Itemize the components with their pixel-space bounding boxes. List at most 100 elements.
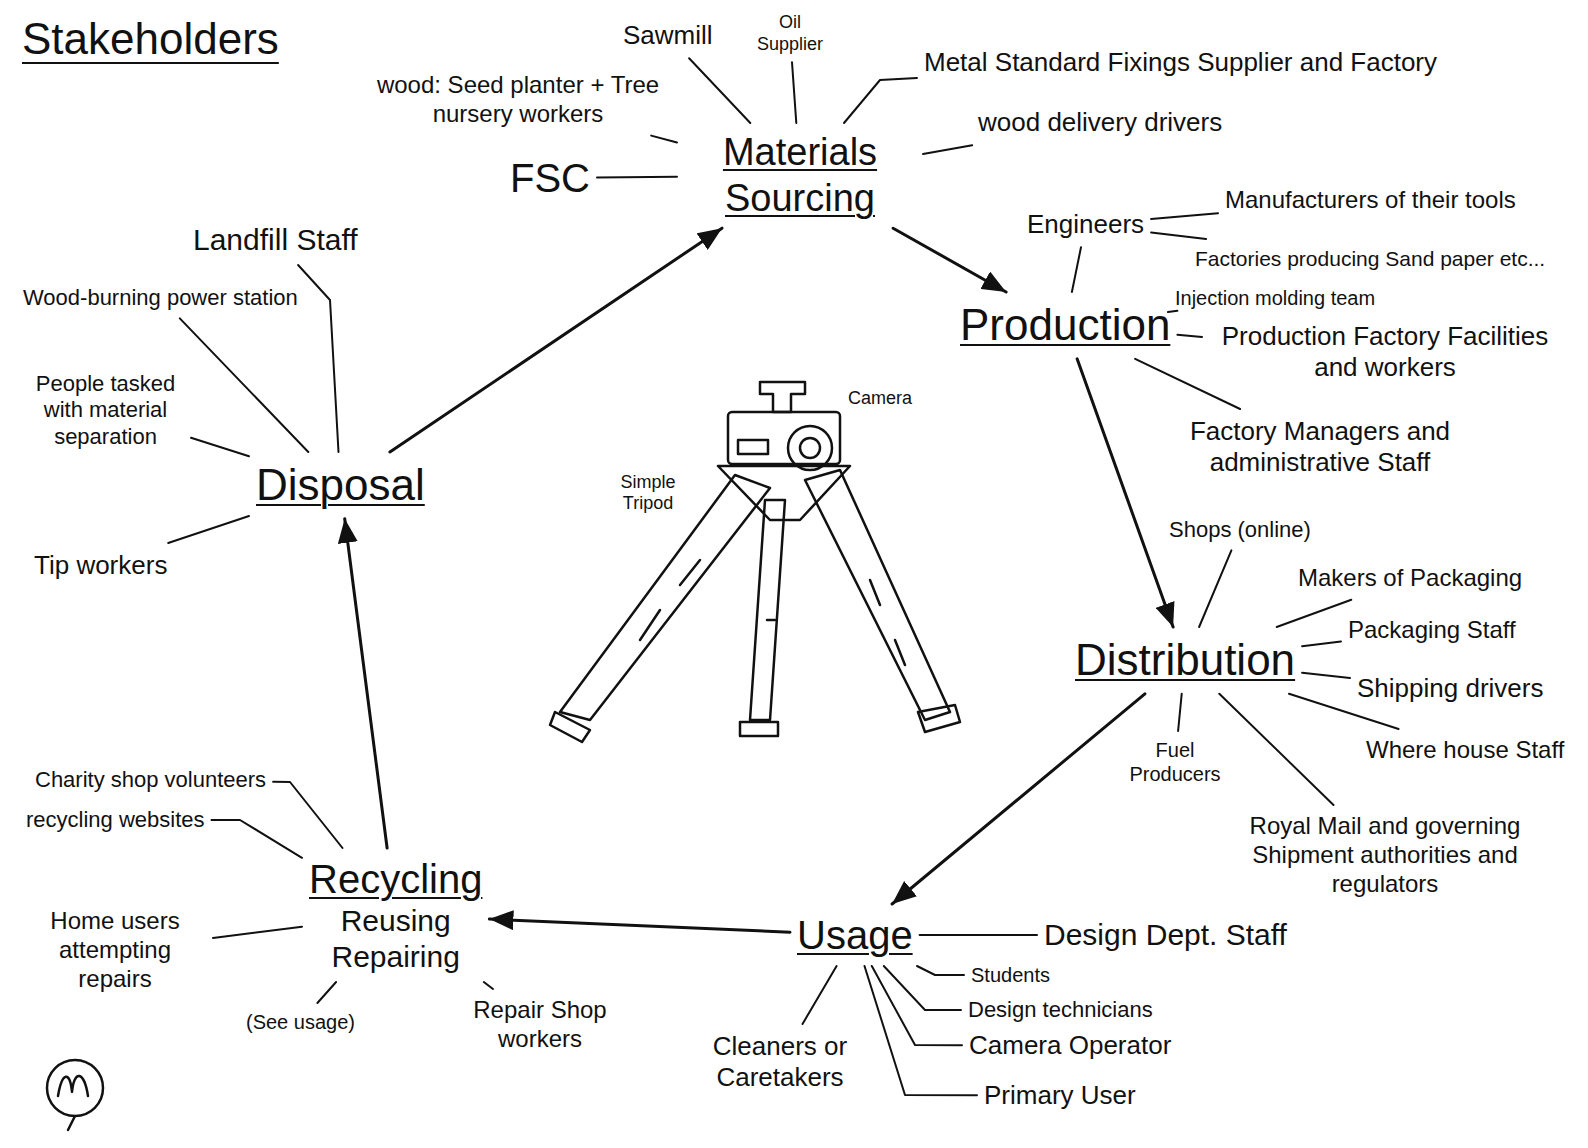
stage-heading: Disposal bbox=[252, 455, 429, 516]
stage-title: Repairing bbox=[309, 939, 482, 975]
stakeholder-line bbox=[689, 58, 750, 123]
stakeholder-line bbox=[298, 265, 338, 452]
stakeholder-line bbox=[273, 782, 342, 848]
stage-heading: Materials Sourcing bbox=[680, 126, 920, 225]
stakeholder-label: Tip workers bbox=[34, 550, 167, 581]
stakeholder-line bbox=[923, 145, 972, 154]
stakeholder-label: Metal Standard Fixings Supplier and Fact… bbox=[924, 47, 1437, 78]
stakeholder-text: Primary User bbox=[980, 1076, 1140, 1115]
stakeholder-text: Where house Staff bbox=[1362, 732, 1568, 769]
stage-heading: Usage bbox=[793, 907, 917, 963]
stakeholder-line bbox=[597, 176, 677, 179]
stage-heading: Distribution bbox=[1071, 630, 1299, 691]
stakeholder-label: wood: Seed planter + Tree nursery worker… bbox=[367, 71, 669, 129]
stakeholder-text: Metal Standard Fixings Supplier and Fact… bbox=[920, 43, 1441, 82]
stage-heading: RecyclingReusingRepairing bbox=[305, 851, 486, 979]
stakeholder-text: Shipping drivers bbox=[1353, 669, 1547, 708]
stakeholder-text: (See usage) bbox=[242, 1006, 359, 1038]
stakeholder-text: Wood-burning power station bbox=[19, 281, 302, 315]
stakeholder-line bbox=[803, 966, 837, 1024]
stakeholder-label: Injection molding team bbox=[1175, 286, 1375, 310]
cycle-arrow bbox=[489, 919, 790, 932]
stakeholder-label: Charity shop volunteers bbox=[35, 767, 266, 793]
stakeholder-line bbox=[1151, 232, 1206, 239]
stakeholder-label: Packaging Staff bbox=[1348, 616, 1516, 645]
stage-title: Materials Sourcing bbox=[684, 130, 916, 221]
stakeholder-line bbox=[191, 438, 249, 457]
stakeholder-label: Wood-burning power station bbox=[23, 285, 298, 311]
stakeholder-label: Sawmill bbox=[623, 20, 713, 51]
stakeholder-label: Repair Shop workers bbox=[449, 996, 631, 1054]
stakeholder-label: Production Factory Facilities and worker… bbox=[1209, 321, 1561, 383]
stakeholder-line bbox=[1135, 359, 1240, 409]
stakeholder-text: wood delivery drivers bbox=[974, 103, 1226, 142]
stakeholder-line bbox=[1302, 641, 1341, 646]
stakeholder-label: Shipping drivers bbox=[1357, 673, 1543, 704]
stakeholder-label: Design Dept. Staff bbox=[1044, 917, 1287, 953]
stage-title: Reusing bbox=[309, 903, 482, 939]
illustration-label: Camera bbox=[846, 386, 914, 411]
stakeholder-text: Design technicians bbox=[964, 993, 1157, 1027]
stakeholder-line bbox=[920, 934, 1037, 936]
stakeholder-label: recycling websites bbox=[26, 807, 205, 833]
stakeholder-line bbox=[168, 516, 249, 543]
cycle-arrow bbox=[1077, 359, 1173, 627]
stakeholder-label: Factory Managers and administrative Staf… bbox=[1164, 416, 1476, 478]
stakeholder-text: Makers of Packaging bbox=[1294, 560, 1526, 597]
stakeholder-label: Camera Operator bbox=[969, 1030, 1171, 1061]
stakeholder-line bbox=[792, 62, 796, 123]
stakeholder-text: Design Dept. Staff bbox=[1040, 913, 1291, 957]
stakeholder-label: wood delivery drivers bbox=[978, 107, 1222, 138]
stakeholder-label: Royal Mail and governing Shipment author… bbox=[1209, 812, 1561, 898]
stakeholder-text: Sawmill bbox=[619, 16, 717, 55]
stage-title: Distribution bbox=[1075, 634, 1295, 687]
stakeholder-line bbox=[1302, 673, 1350, 678]
cycle-arrow bbox=[345, 519, 387, 848]
stakeholder-line bbox=[651, 136, 677, 143]
cycle-arrow bbox=[892, 694, 1145, 904]
stakeholder-text: Oil Supplier bbox=[750, 8, 830, 59]
stakeholder-line bbox=[865, 966, 978, 1095]
stakeholder-text: Charity shop volunteers bbox=[31, 763, 270, 797]
stakeholder-label: Factories producing Sand paper etc... bbox=[1195, 246, 1545, 271]
stakeholder-label: Primary User bbox=[984, 1080, 1136, 1111]
stakeholder-text: Production Factory Facilities and worker… bbox=[1205, 317, 1565, 387]
stakeholder-label: Manufacturers of their tools bbox=[1225, 186, 1516, 215]
stakeholder-text: recycling websites bbox=[22, 803, 209, 837]
stakeholder-line bbox=[884, 966, 961, 1010]
stakeholder-label: People tasked with material separation bbox=[27, 371, 184, 450]
stakeholder-text: Manufacturers of their tools bbox=[1221, 182, 1520, 219]
stakeholder-text: Repair Shop workers bbox=[445, 992, 635, 1058]
stakeholder-text: Shops (online) bbox=[1165, 513, 1315, 547]
stakeholder-label: Home users attempting repairs bbox=[24, 907, 206, 993]
stakeholder-text: Cleaners or Caretakers bbox=[700, 1027, 860, 1097]
stage-title: Recycling bbox=[309, 855, 482, 903]
stakeholder-text: wood: Seed planter + Tree nursery worker… bbox=[363, 67, 673, 133]
stakeholder-line bbox=[180, 318, 308, 452]
stakeholder-text: Landfill Staff bbox=[189, 218, 362, 262]
diagram-title: Stakeholders bbox=[22, 14, 279, 64]
cycle-arrow bbox=[390, 228, 722, 452]
stakeholder-text: Camera Operator bbox=[965, 1026, 1175, 1065]
stakeholder-line bbox=[1178, 694, 1182, 731]
stakeholder-text: People tasked with material separation bbox=[23, 367, 188, 454]
stakeholder-label: (See usage) bbox=[246, 1010, 355, 1034]
stakeholder-line bbox=[1199, 550, 1231, 627]
cycle-arrow bbox=[893, 228, 1006, 292]
stakeholder-label: Makers of Packaging bbox=[1298, 564, 1522, 593]
stakeholder-text: Factory Managers and administrative Staf… bbox=[1160, 412, 1480, 482]
stakeholder-label: Shops (online) bbox=[1169, 517, 1311, 543]
stakeholder-text: Fuel Producers bbox=[1120, 734, 1230, 790]
stakeholder-label: Oil Supplier bbox=[754, 12, 826, 55]
stakeholder-label: Students bbox=[971, 963, 1050, 987]
stage-title: Usage bbox=[797, 911, 913, 959]
stakeholder-label: Engineers bbox=[1027, 209, 1144, 240]
stakeholder-line bbox=[917, 966, 964, 975]
stakeholder-text: Royal Mail and governing Shipment author… bbox=[1205, 808, 1565, 902]
stakeholder-line bbox=[317, 982, 336, 1003]
stakeholder-text: Students bbox=[967, 959, 1054, 991]
stakeholder-label: Where house Staff bbox=[1366, 736, 1564, 765]
stakeholder-line bbox=[213, 927, 302, 938]
stakeholder-text: Home users attempting repairs bbox=[20, 903, 210, 997]
